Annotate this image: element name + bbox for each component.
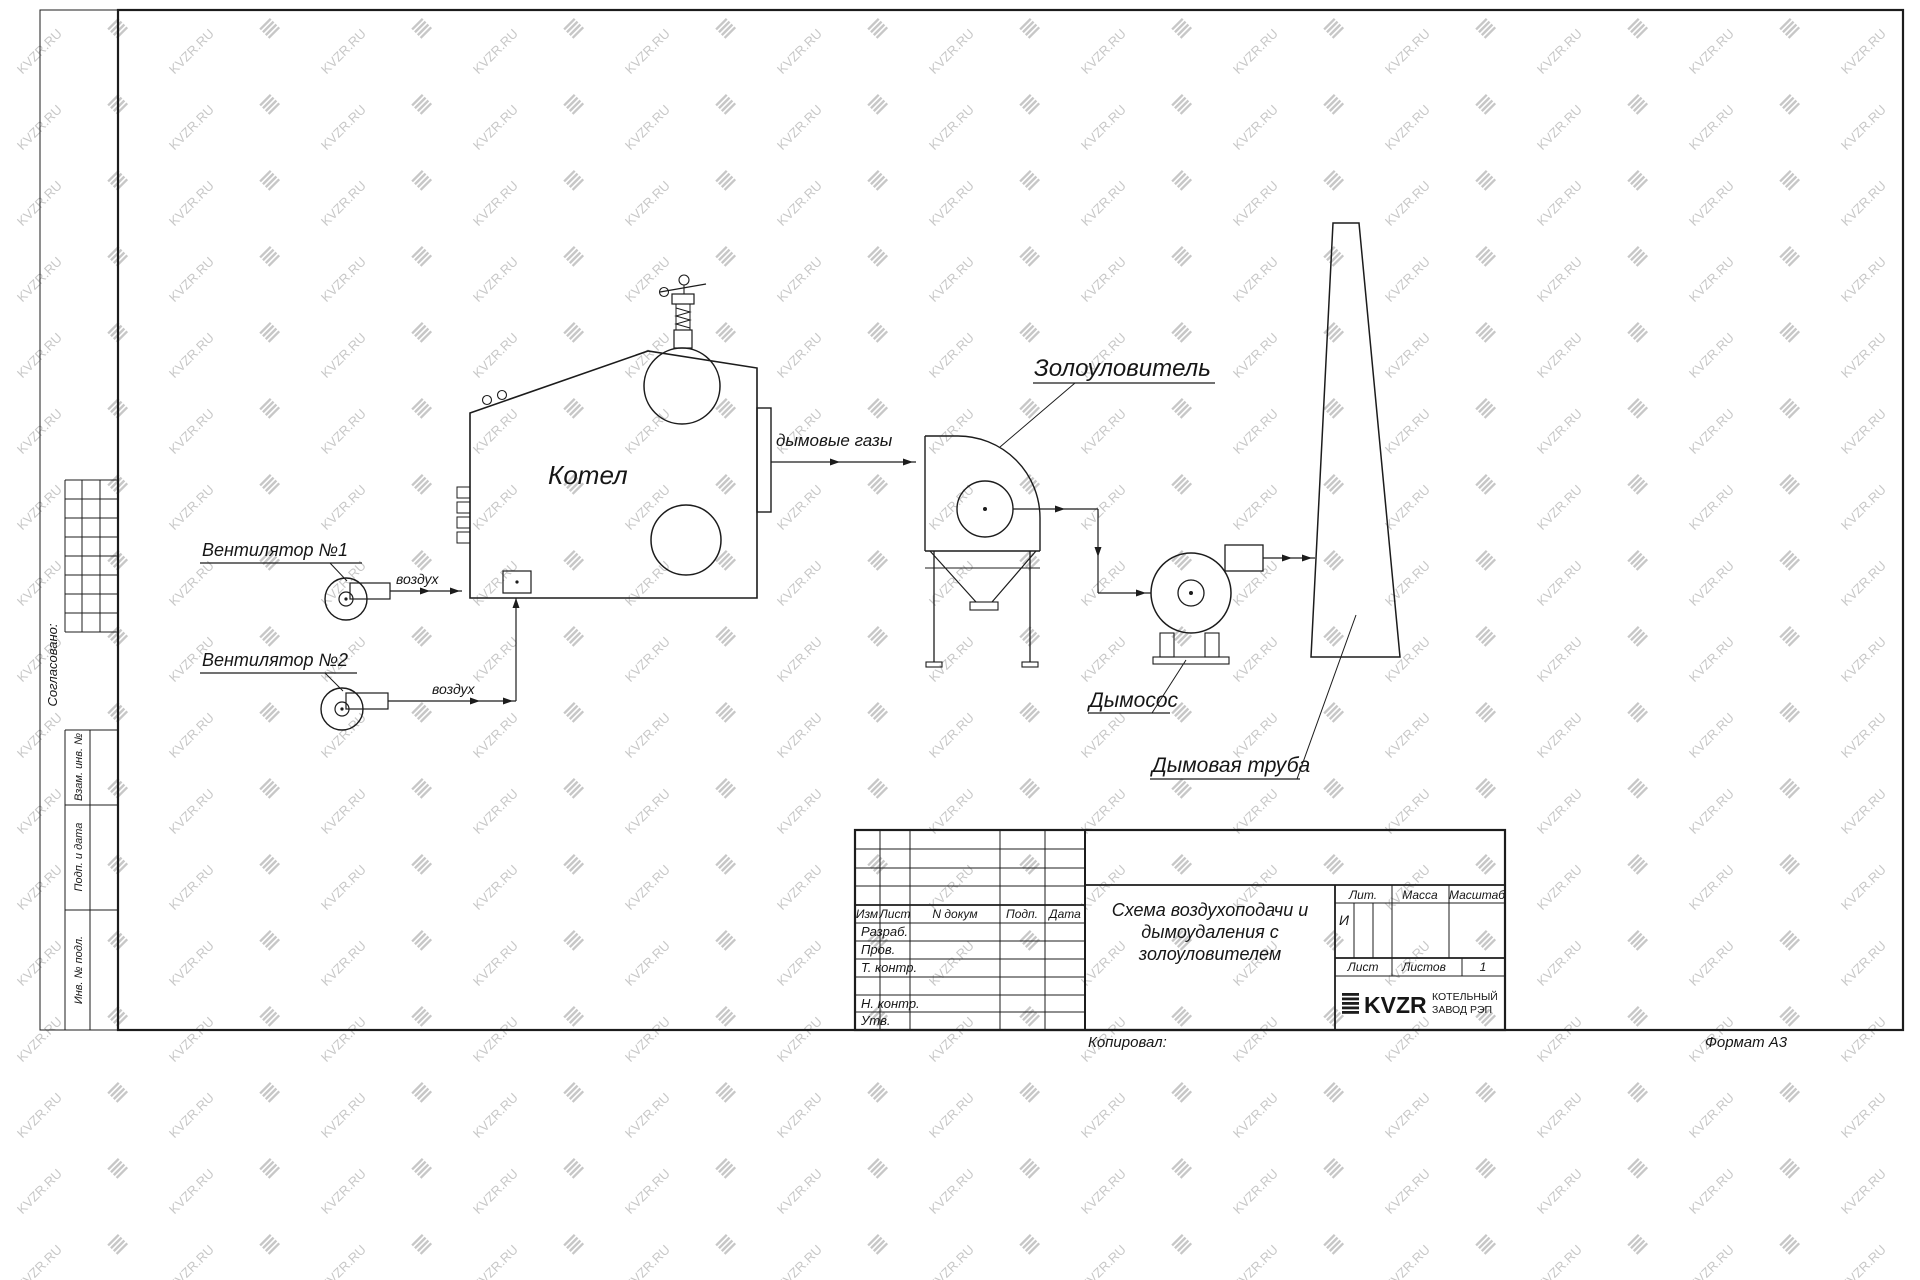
- boiler: Котел: [456, 274, 772, 599]
- air-flow-1: воздух: [390, 571, 462, 595]
- rev-col-data: Дата: [1047, 907, 1081, 921]
- arrow-right-icon: [420, 587, 430, 595]
- fan2-label: Вентилятор №2: [202, 650, 348, 670]
- podp-data-label: Подп. и дата: [73, 823, 85, 892]
- exhauster-to-chimney-flow: [1263, 554, 1315, 562]
- agreed-label: Согласовано:: [45, 623, 60, 706]
- copied-by-label: Копировал:: [1088, 1034, 1167, 1051]
- arrow-right-icon: [1302, 554, 1312, 562]
- safety-valve: [658, 274, 707, 349]
- sheet-label: Лист: [1347, 960, 1379, 974]
- ash-collector: Золоуловитель: [924, 355, 1215, 668]
- chimney: Дымовая труба: [1150, 222, 1401, 780]
- ash-collector-label: Золоуловитель: [1034, 355, 1211, 382]
- air-flow-2: воздух: [388, 598, 520, 705]
- rev-col-podp: Подп.: [1006, 907, 1038, 921]
- arrow-right-icon: [1055, 505, 1065, 513]
- arrow-up-icon: [512, 598, 520, 608]
- arrow-right-icon: [830, 458, 840, 466]
- flue-gases-label: дымовые газы: [776, 431, 893, 450]
- rev-col-list: Лист: [879, 907, 911, 921]
- arrow-right-icon: [470, 697, 480, 705]
- company-line2: ЗАВОД РЭП: [1432, 1004, 1492, 1016]
- collector-to-exhauster-flow: [1013, 505, 1151, 597]
- logo-text: KVZR: [1364, 992, 1427, 1018]
- lit-header: Лит.: [1348, 888, 1377, 902]
- vzam-inv-label: Взам. инв. №: [73, 733, 85, 801]
- smoke-exhauster: Дымосос: [1087, 544, 1264, 714]
- left-margin-tables: Согласовано: Взам. инв. № Подп. и дата И…: [45, 479, 118, 1030]
- row-razrab: Разраб.: [861, 924, 908, 939]
- sheets-value: 1: [1480, 960, 1487, 974]
- doc-title-line3: золоуловителем: [1138, 944, 1281, 964]
- arrow-right-icon: [903, 458, 913, 466]
- arrow-right-icon: [1282, 554, 1292, 562]
- inv-podl-label: Инв. № подл.: [73, 936, 85, 1004]
- sheets-label: Листов: [1401, 960, 1446, 974]
- arrow-right-icon: [503, 697, 513, 705]
- kvzr-bars-icon: [1342, 993, 1359, 1014]
- air-label-1: воздух: [396, 571, 440, 587]
- row-tkontr: Т. контр.: [861, 960, 917, 975]
- row-nkontr: Н. контр.: [861, 996, 920, 1011]
- boiler-label: Котел: [548, 460, 628, 490]
- row-utv: Утв.: [860, 1013, 891, 1028]
- flue-gas-flow: дымовые газы: [771, 431, 916, 466]
- rev-col-izm: Изм: [856, 907, 878, 921]
- fan1-label: Вентилятор №1: [202, 540, 348, 560]
- rev-col-ndok: N докум: [932, 907, 977, 921]
- chimney-label: Дымовая труба: [1150, 754, 1310, 777]
- doc-title-line1: Схема воздухоподачи и: [1112, 900, 1309, 920]
- mass-header: Масса: [1402, 888, 1438, 902]
- lit-value: И: [1339, 912, 1350, 928]
- arrow-down-icon: [1094, 547, 1102, 557]
- format-label: Формат А3: [1705, 1034, 1788, 1051]
- fan-1: Вентилятор №1: [200, 540, 391, 621]
- fan-2: Вентилятор №2: [200, 650, 389, 731]
- below-frame-notes: Копировал: Формат А3: [1088, 1034, 1788, 1051]
- scale-header: Масштаб: [1449, 888, 1506, 902]
- arrow-right-icon: [450, 587, 460, 595]
- air-label-2: воздух: [432, 681, 476, 697]
- arrow-right-icon: [1136, 589, 1146, 597]
- row-prov: Пров.: [861, 942, 895, 957]
- company-line1: КОТЕЛЬНЫЙ: [1432, 990, 1498, 1003]
- company-logo: KVZR КОТЕЛЬНЫЙ ЗАВОД РЭП: [1342, 990, 1498, 1018]
- doc-title-line2: дымоудаления с: [1141, 922, 1278, 942]
- smoke-exhauster-label: Дымосос: [1087, 689, 1178, 712]
- title-block: Изм Лист N докум Подп. Дата Разраб. Пров…: [853, 828, 1506, 1032]
